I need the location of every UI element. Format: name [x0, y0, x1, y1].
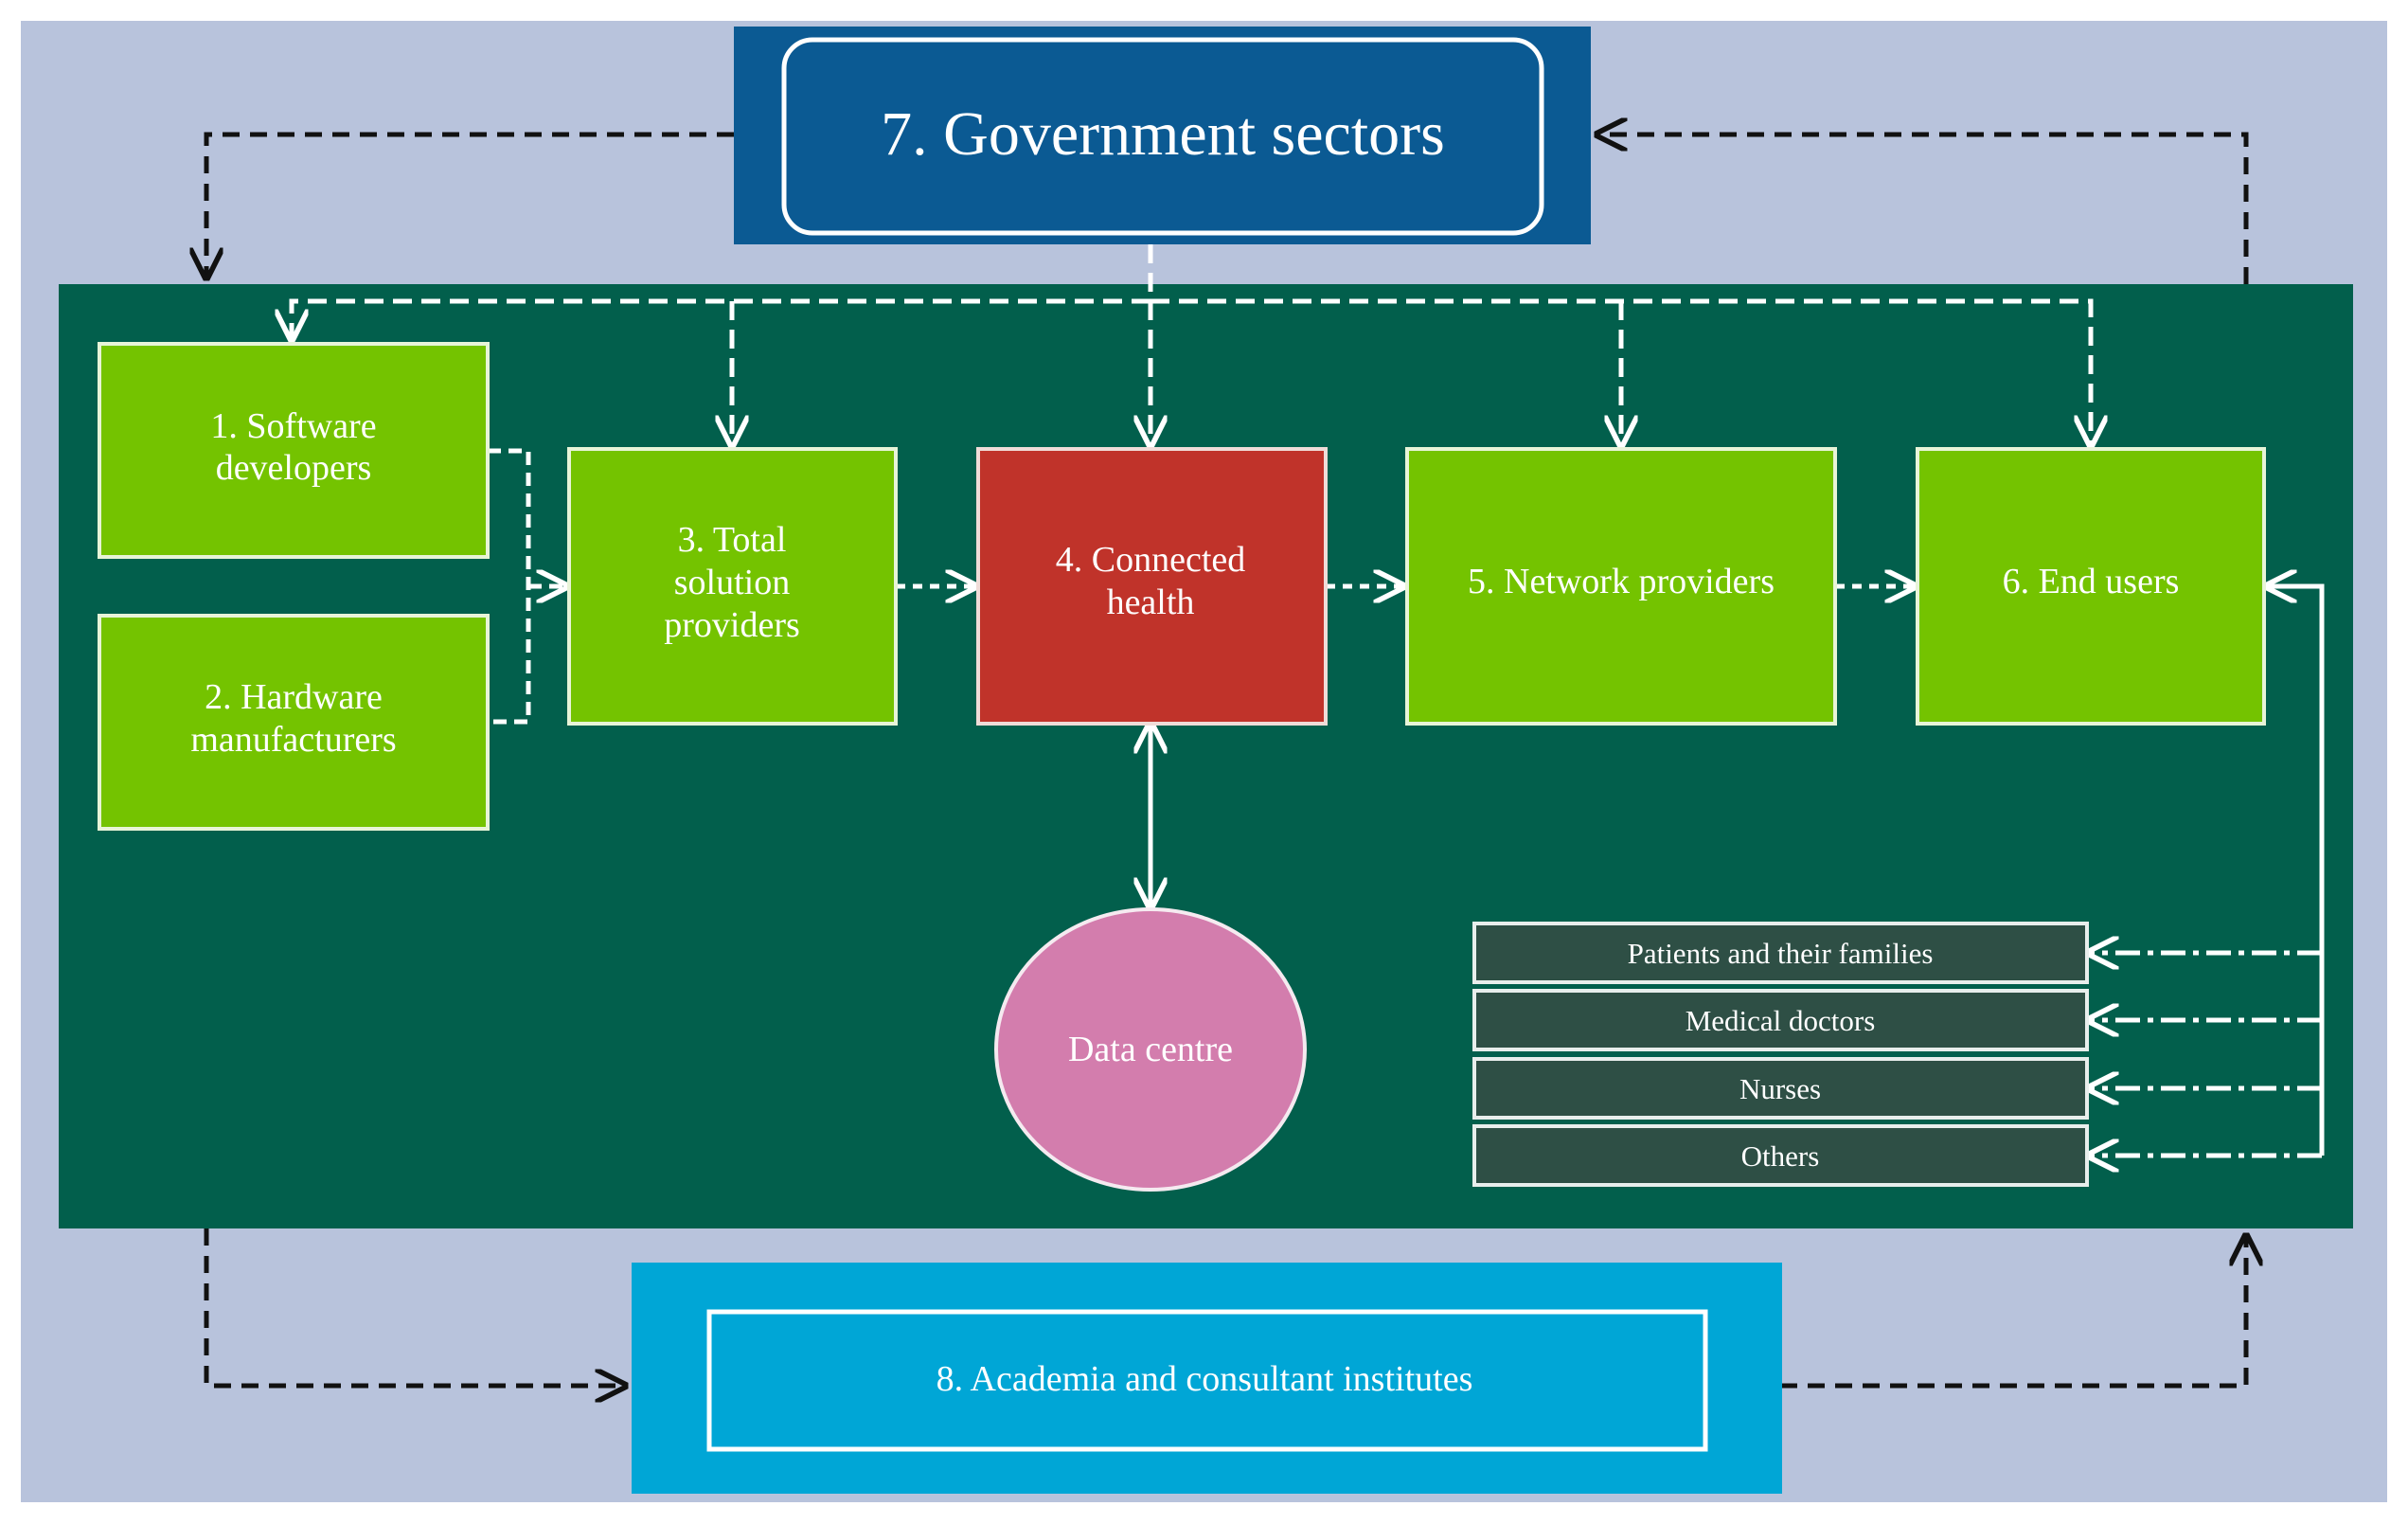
total-solution-providers-box — [567, 447, 898, 726]
academia-label: 8. Academia and consultant institutes — [936, 1359, 1473, 1399]
panel-to-gov-arrow — [1597, 134, 2249, 284]
data-centre-label: Data centre — [1068, 1030, 1233, 1069]
government-distribution — [292, 244, 2091, 445]
end-users-box — [1916, 447, 2266, 726]
network-providers-box — [1405, 447, 1837, 726]
software-developers-box — [98, 342, 490, 559]
outer-connectors — [206, 134, 2246, 1386]
user-group-others — [1472, 1124, 2089, 1187]
total-solution-label-1: 3. Total — [678, 520, 787, 560]
user-group-nurses-label: Nurses — [1739, 1072, 1821, 1105]
software-developers-label-2: developers — [216, 448, 372, 488]
gov-to-end-users-arrow — [1150, 298, 2091, 445]
network-providers-label: 5. Network providers — [1468, 562, 1775, 601]
hardware-manufacturers-label-1: 2. Hardware — [205, 677, 383, 717]
user-group-doctors-label: Medical doctors — [1686, 1004, 1876, 1037]
data-centre-circle — [994, 907, 1307, 1192]
hardware-manufacturers-box — [98, 614, 490, 831]
software-developers-label-1: 1. Software — [210, 406, 376, 446]
user-group-doctors — [1472, 989, 2089, 1051]
connected-health-label-2: health — [1107, 583, 1195, 622]
total-solution-label-2: solution — [674, 563, 790, 602]
user-group-others-label: Others — [1741, 1139, 1820, 1173]
academia-box — [632, 1263, 1782, 1494]
groups-to-end-users-arrow — [2267, 586, 2325, 1156]
user-group-patients — [1472, 922, 2089, 984]
connected-health-box — [976, 447, 1328, 726]
government-label: 7. Government sectors — [881, 99, 1445, 169]
user-groups-connectors — [2089, 586, 2325, 1156]
academia-to-panel-arrow — [1780, 1236, 2246, 1389]
government-inner-frame — [781, 37, 1544, 236]
gov-to-software-arrow — [292, 298, 1150, 339]
user-group-patients-label: Patients and their families — [1628, 937, 1934, 970]
connected-health-label-1: 4. Connected — [1056, 540, 1246, 580]
academia-inner-frame — [706, 1309, 1708, 1452]
end-users-label: 6. End users — [2003, 562, 2180, 601]
hardware-manufacturers-label-2: manufacturers — [190, 720, 396, 760]
user-group-nurses — [1472, 1057, 2089, 1120]
total-solution-label-3: providers — [664, 605, 800, 645]
gov-to-panel-arrow — [206, 132, 734, 278]
suppliers-bracket — [488, 448, 566, 725]
